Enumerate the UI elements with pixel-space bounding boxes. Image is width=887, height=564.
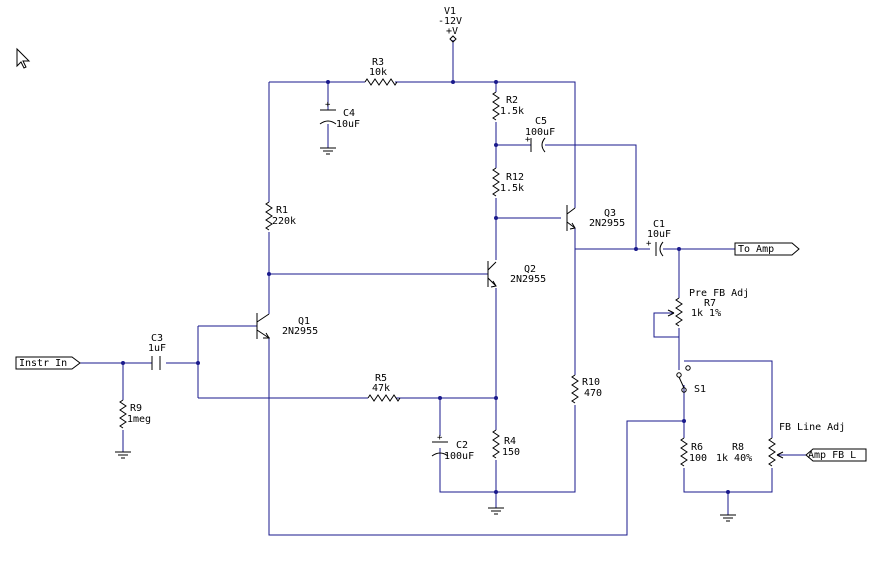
- switch-s1: S1: [676, 365, 706, 395]
- resistor-r9: R9 1meg: [119, 399, 151, 429]
- pot-r8: FB Line Adj R8 1k 40%: [716, 422, 845, 467]
- resistor-r4: R4 150: [492, 429, 520, 459]
- q2-ref: Q2: [524, 264, 536, 275]
- c2-ref: C2: [456, 440, 468, 451]
- capacitor-c1: + C1 10uF: [646, 219, 671, 257]
- r8-ref: R8: [732, 442, 744, 453]
- q1-value: 2N2955: [282, 326, 318, 337]
- capacitor-c3: C3 1uF: [148, 333, 166, 370]
- pot-r7: Pre FB Adj R7 1k 1%: [667, 288, 749, 327]
- capacitor-c5: + C5 100uF: [525, 116, 555, 153]
- supply-pin: +V: [446, 26, 458, 37]
- r10-value: 470: [584, 388, 602, 399]
- r8-value: 1k 40%: [716, 453, 752, 464]
- transistor-q1: Q1 2N2955: [256, 274, 318, 339]
- junction-dots: [121, 80, 730, 494]
- port-to-amp: To Amp: [734, 242, 800, 256]
- capacitor-c4: + C4 10uF: [319, 100, 360, 130]
- q1-ref: Q1: [298, 316, 310, 327]
- resistor-r6: R6 100: [680, 437, 707, 467]
- ground-symbols: [115, 147, 736, 522]
- r9-value: 1meg: [127, 414, 151, 425]
- r8-label: FB Line Adj: [779, 422, 845, 433]
- resistor-r2: R2 1.5k: [492, 91, 524, 121]
- q3-value: 2N2955: [589, 218, 625, 229]
- resistor-r12: R12 1.5k: [492, 167, 524, 197]
- q3-ref: Q3: [604, 208, 616, 219]
- c4-plus: +: [325, 100, 331, 110]
- r4-ref: R4: [504, 436, 516, 447]
- port-amp-fb: Amp FB L: [805, 448, 867, 462]
- r6-ref: R6: [691, 442, 703, 453]
- c4-ref: C4: [343, 108, 355, 119]
- supply-name: V1: [444, 6, 456, 17]
- c5-value: 100uF: [525, 127, 555, 138]
- r5-value: 47k: [372, 383, 390, 394]
- supply-value: -12V: [438, 16, 462, 27]
- resistor-r5: R5 47k: [367, 373, 401, 402]
- mouse-pointer-icon: [16, 47, 31, 69]
- r3-value: 10k: [369, 67, 387, 78]
- c5-ref: C5: [535, 116, 547, 127]
- resistor-r10: R10 470: [571, 374, 602, 404]
- c2-plus: +: [437, 433, 443, 443]
- c1-value: 10uF: [647, 229, 671, 240]
- r9-ref: R9: [130, 403, 142, 414]
- port-output-label: To Amp: [738, 244, 774, 255]
- c1-ref: C1: [653, 219, 665, 230]
- r2-ref: R2: [506, 95, 518, 106]
- r12-value: 1.5k: [500, 183, 524, 194]
- transistor-q3: Q3 2N2955: [566, 205, 625, 231]
- r7-ref: R7: [704, 298, 716, 309]
- c2-value: 100uF: [444, 451, 474, 462]
- c5-plus: +: [525, 135, 531, 145]
- resistor-r1: R1 220k: [265, 201, 296, 231]
- r1-ref: R1: [276, 205, 288, 216]
- r6-value: 100: [689, 453, 707, 464]
- port-fb-label: Amp FB L: [808, 450, 856, 461]
- r5-ref: R5: [375, 373, 387, 384]
- c4-value: 10uF: [336, 119, 360, 130]
- r3-ref: R3: [372, 57, 384, 68]
- r7-value: 1k 1%: [691, 308, 721, 319]
- c3-ref: C3: [151, 333, 163, 344]
- port-input-label: Instr In: [19, 358, 67, 369]
- r4-value: 150: [502, 447, 520, 458]
- r10-ref: R10: [582, 377, 600, 388]
- r12-ref: R12: [506, 172, 524, 183]
- s1-ref: S1: [694, 384, 706, 395]
- c1-plus: +: [646, 239, 652, 249]
- r1-value: 220k: [272, 216, 296, 227]
- r7-label: Pre FB Adj: [689, 288, 749, 299]
- transistor-q2: Q2 2N2955: [487, 261, 546, 288]
- c3-value: 1uF: [148, 343, 166, 354]
- resistor-r3: R3 10k: [364, 57, 398, 86]
- q2-value: 2N2955: [510, 274, 546, 285]
- wires: [80, 40, 806, 536]
- capacitor-c2: + C2 100uF: [431, 433, 474, 462]
- supply-v1: V1 -12V +V: [438, 6, 462, 43]
- port-instr-in: Instr In: [15, 356, 81, 370]
- r2-value: 1.5k: [500, 106, 524, 117]
